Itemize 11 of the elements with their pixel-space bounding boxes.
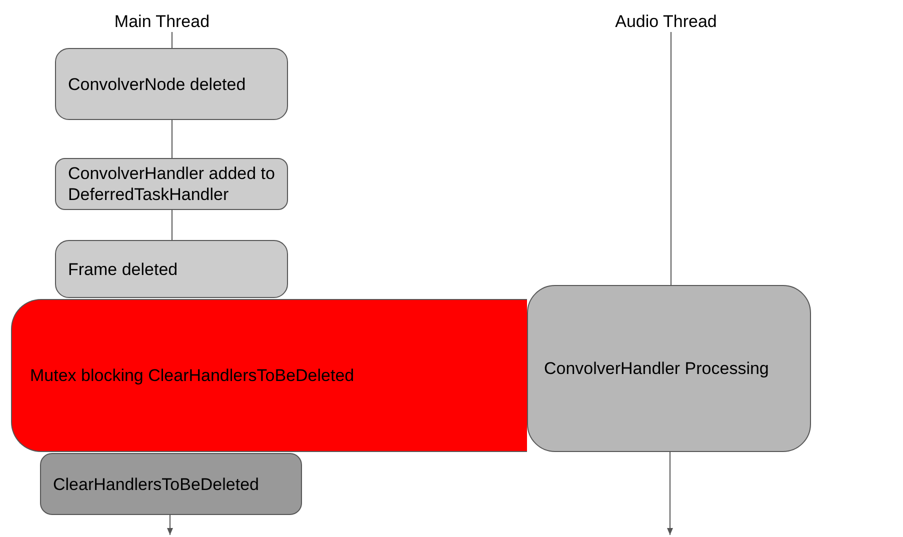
process-box: ConvolverHandler Processing xyxy=(527,285,811,452)
thread-label: Audio Thread xyxy=(606,8,726,34)
process-box: ConvolverNode deleted xyxy=(55,48,288,120)
process-box: ConvolverHandler added to DeferredTaskHandler xyxy=(55,158,288,210)
thread-label: Main Thread xyxy=(112,8,212,34)
process-box: Frame deleted xyxy=(55,240,288,298)
blocking-bar: Mutex blocking ClearHandlersToBeDeleted xyxy=(11,299,527,452)
process-box: ClearHandlersToBeDeleted xyxy=(40,453,302,515)
arrow xyxy=(667,452,673,536)
connector-line xyxy=(670,32,672,286)
arrow xyxy=(167,514,173,536)
